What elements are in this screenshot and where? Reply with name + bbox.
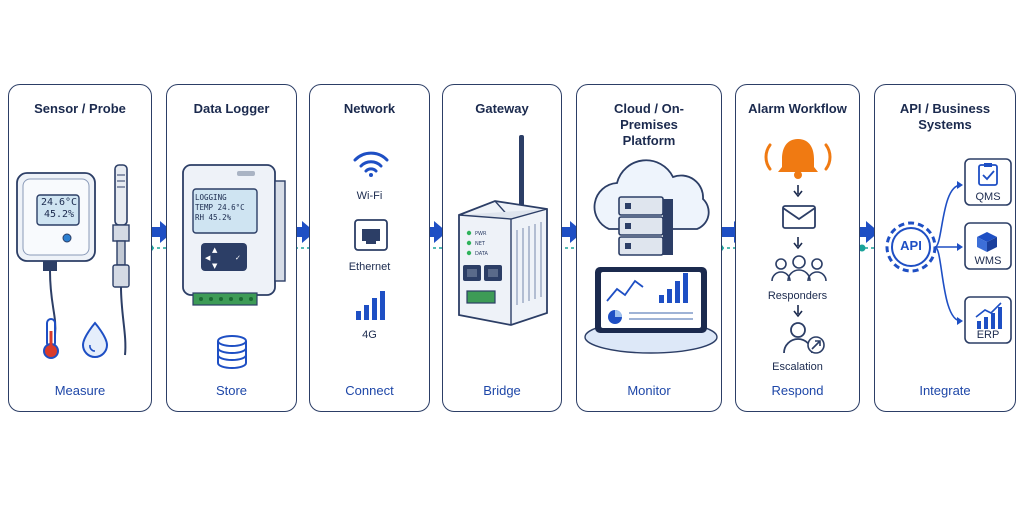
- connector-node: [858, 244, 866, 252]
- network-label-ethernet: Ethernet: [348, 261, 391, 273]
- gear-api-icon: [885, 221, 937, 273]
- stage-card-platform: Cloud / On-Premises Platform Monitor: [576, 84, 722, 412]
- stage-card-network: Network Wi-Fi Ethernet 4G Connect: [309, 84, 430, 412]
- stage-title: Alarm Workflow: [748, 101, 847, 116]
- ethernet-icon: [354, 219, 388, 251]
- thermometer-icon: [43, 318, 59, 359]
- svg-text:▲: ▲: [212, 246, 218, 254]
- gateway-router-icon: [458, 135, 548, 326]
- stage-title: Network: [343, 101, 396, 116]
- stage-card-gateway: Gateway PWR NET DATA Bridge: [442, 84, 562, 412]
- stage-footer: Measure: [54, 383, 106, 398]
- network-label-4g: 4G: [362, 329, 377, 341]
- stage-footer: Bridge: [483, 383, 521, 398]
- clipboard-icon: [978, 163, 998, 186]
- led-label-net: NET: [475, 241, 485, 247]
- stage-title: Gateway: [475, 101, 529, 116]
- growth-chart-icon: [975, 302, 1002, 329]
- logger-temp: TEMP 24.6°C: [195, 203, 245, 212]
- wifi-icon: [353, 151, 389, 177]
- down-arrow-icon: [793, 185, 803, 198]
- arrow-icon: [420, 221, 447, 243]
- system-label-qms: QMS: [975, 191, 1001, 203]
- system-label-wms: WMS: [974, 255, 1002, 267]
- led-label-pwr: PWR: [475, 231, 487, 237]
- down-arrow-icon: [793, 237, 803, 250]
- escalation-icon: [783, 322, 825, 354]
- arrow-icon: [288, 221, 315, 243]
- stage-title: Sensor / Probe: [34, 101, 126, 116]
- api-integration-diagram: [885, 158, 1012, 344]
- system-label-erp: ERP: [976, 329, 1000, 341]
- stage-card-logger: Data Logger ◀▲ ▼ ✓ LOGGING TEMP 24.6°C RH …: [166, 84, 297, 412]
- logger-rh: RH 45.2%: [195, 213, 232, 222]
- stage-title: Data Logger: [193, 101, 270, 116]
- alarm-label-responders: Responders: [767, 290, 828, 302]
- stage-footer: Integrate: [919, 383, 971, 398]
- sensor-reading-rh: 45.2%: [43, 209, 75, 220]
- envelope-icon: [782, 205, 816, 229]
- database-icon: [217, 335, 247, 369]
- sensor-reading-temp: 24.6°C: [40, 197, 78, 208]
- stage-card-api: API / Business Systems: [874, 84, 1016, 412]
- water-drop-icon: [81, 321, 109, 358]
- signal-bars-icon: [356, 291, 385, 320]
- stage-footer: Monitor: [627, 383, 671, 398]
- alarm-label-escalation: Escalation: [772, 361, 823, 373]
- responders-icon: [771, 255, 827, 282]
- svg-text:▼: ▼: [212, 262, 218, 270]
- stage-footer: Store: [215, 383, 248, 398]
- stage-card-alarm: Alarm Workflow Responders: [735, 84, 860, 412]
- data-logger-icon: ◀▲ ▼ ✓: [182, 164, 286, 306]
- svg-text:✓: ✓: [235, 254, 241, 262]
- api-label: API: [900, 238, 922, 253]
- boxes-icon: [977, 232, 997, 252]
- stage-title: Cloud / On-Premises Platform: [613, 101, 685, 148]
- stage-footer: Respond: [771, 383, 824, 398]
- stage-title: API / Business Systems: [899, 101, 991, 132]
- sensor-device-icon: [16, 164, 130, 356]
- dashboard-monitor-icon: [595, 267, 707, 333]
- stage-footer: Connect: [345, 383, 394, 398]
- network-label-wifi: Wi-Fi: [356, 190, 383, 202]
- bell-icon: [764, 139, 832, 179]
- server-stack-icon: [618, 196, 673, 256]
- down-arrow-icon: [793, 305, 803, 318]
- arrow-icon: [852, 221, 879, 243]
- stage-card-sensor: Sensor / Probe 24.6°C 45.2%: [8, 84, 152, 412]
- cloud-platform-icon: [584, 159, 718, 354]
- logger-status: LOGGING: [195, 193, 227, 202]
- led-label-data: DATA: [475, 251, 488, 257]
- svg-text:◀: ◀: [205, 254, 211, 262]
